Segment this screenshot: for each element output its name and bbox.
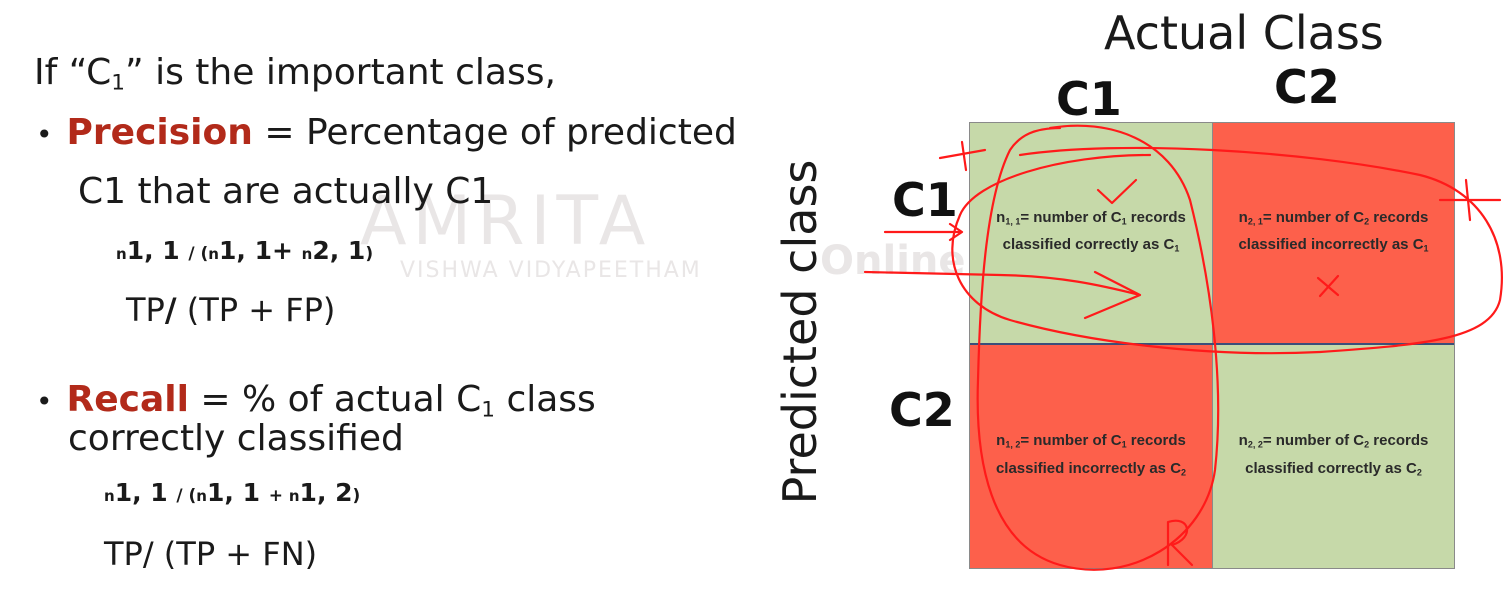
row-header-c1: C1	[892, 173, 958, 227]
col-header-c2: C2	[1274, 60, 1340, 114]
actual-class-label: Actual Class	[1104, 6, 1384, 60]
recall-loop	[976, 124, 1220, 571]
check-icon	[1096, 178, 1138, 205]
cell-n22: n2, 2= number of C2 records classified c…	[1213, 345, 1454, 568]
precision-term: Precision	[66, 112, 253, 153]
divider-horizontal	[970, 343, 1454, 345]
arrow-icon	[883, 222, 964, 242]
tick-mark-icon	[938, 140, 987, 172]
watermark-main: AMRITA	[360, 182, 652, 261]
precision-line: • Precision = Percentage of predicted	[36, 112, 737, 153]
precision-loop	[951, 146, 1503, 355]
cell-n11: n1, 1= number of C1 records classified c…	[970, 123, 1212, 343]
watermark-online: Online	[820, 238, 966, 284]
divider-vertical	[1212, 123, 1213, 568]
col-header-c1: C1	[1056, 72, 1122, 126]
recall-formula: n1, 1 / (n1, 1 + n1, 2)	[104, 478, 361, 507]
bullet: •	[36, 118, 53, 151]
watermark-sub: VISHWA VIDYAPEETHAM	[400, 258, 702, 283]
intro-line: If “C1” is the important class,	[34, 52, 556, 96]
precision-def: = Percentage of predicted	[264, 112, 737, 153]
r-mark-icon	[1166, 519, 1194, 567]
recall-def-2: correctly classified	[68, 418, 404, 459]
precision-def-2: C1 that are actually C1	[78, 171, 494, 212]
precision-tp-fp: TP/ (TP + FP)	[126, 291, 336, 329]
recall-line: • Recall = % of actual C1 class	[36, 379, 596, 422]
arrow-icon	[863, 270, 1142, 320]
recall-term: Recall	[66, 379, 189, 420]
bullet: •	[36, 385, 53, 418]
row-header-c2: C2	[889, 383, 955, 437]
tick-mark-icon	[1438, 178, 1502, 222]
recall-tp-fn: TP/ (TP + FN)	[104, 535, 318, 573]
cross-icon	[1316, 274, 1340, 298]
precision-formula: n1, 1 / (n1, 1+ n2, 1)	[116, 236, 374, 265]
recall-def: = % of actual C1 class	[200, 379, 596, 423]
